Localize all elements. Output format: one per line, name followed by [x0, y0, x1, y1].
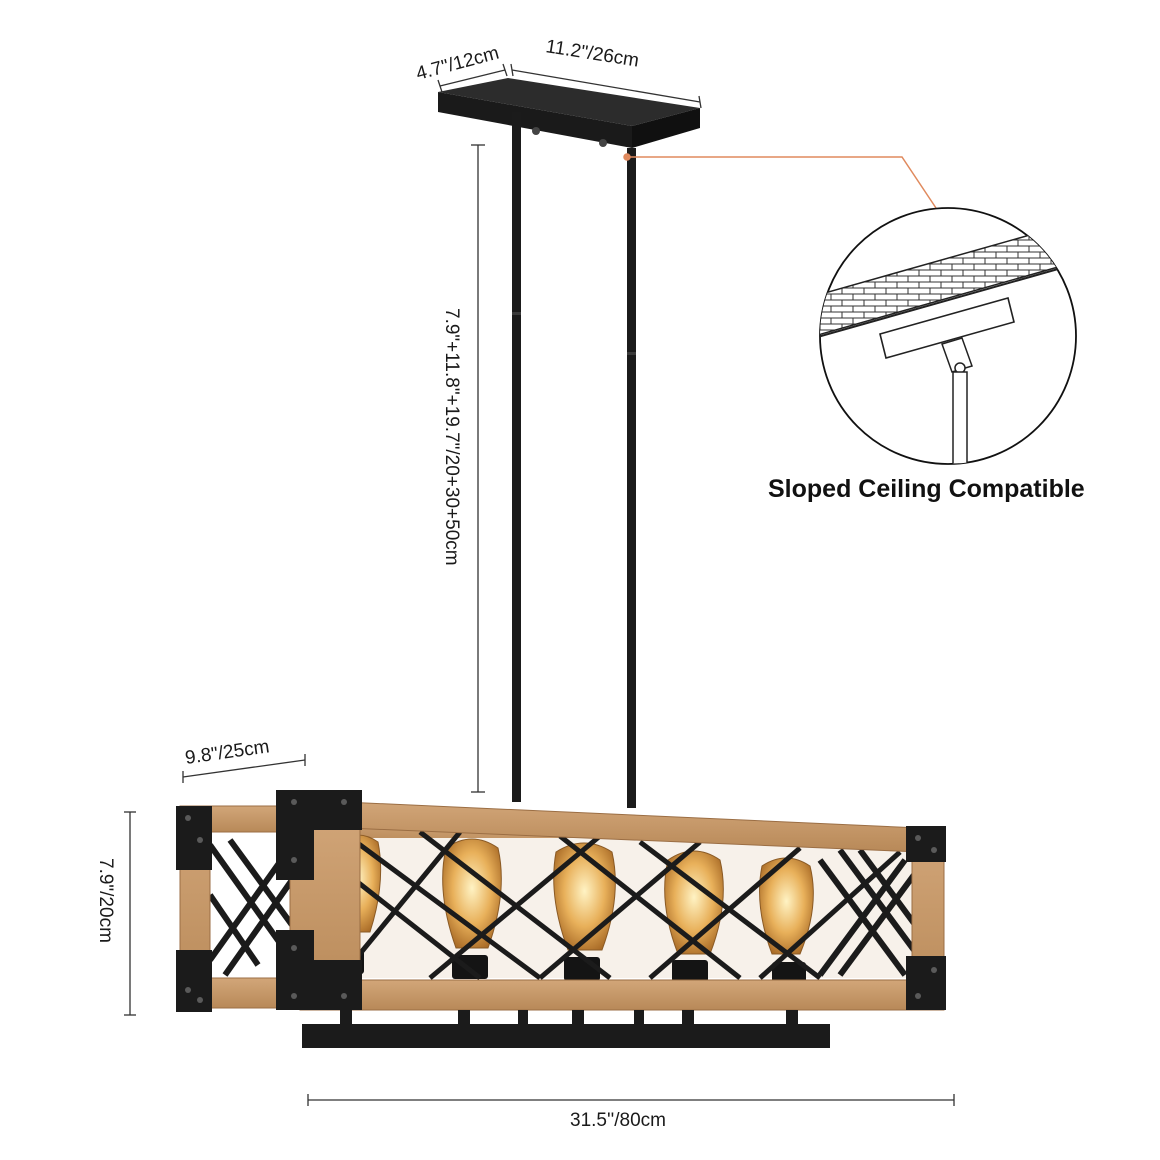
body-depth-dimension-line — [182, 754, 306, 783]
callout-leader — [623, 153, 937, 209]
body-depth-label: 9.8"/25cm — [184, 736, 271, 769]
body-length-label: 31.5''/80cm — [570, 1110, 666, 1131]
bulb — [759, 857, 814, 984]
canopy-dimension-lines — [437, 63, 702, 109]
suspension-rods — [512, 112, 636, 808]
ceiling-canopy — [438, 78, 700, 148]
sloped-ceiling-detail — [819, 207, 1077, 465]
rod-dimension-line — [471, 144, 485, 793]
corner-brackets — [176, 790, 946, 1012]
body-length-dimension-line — [307, 1094, 955, 1106]
sloped-ceiling-caption: Sloped Ceiling Compatible — [768, 475, 1085, 503]
body-height-label: 7.9"/20cm — [95, 858, 116, 943]
canopy-width-label: 11.2"/26cm — [544, 36, 640, 71]
front-lattice — [338, 827, 902, 981]
end-lattice-right — [817, 848, 933, 977]
rod-length-label: 7.9"+11.8"+19.7"/20+30+50cm — [441, 308, 462, 566]
canopy-depth-label: 4.7"/12cm — [414, 43, 501, 85]
body-height-dimension-line — [124, 811, 136, 1016]
fixture-body — [176, 790, 946, 1048]
bracket-rivets — [185, 799, 937, 1003]
